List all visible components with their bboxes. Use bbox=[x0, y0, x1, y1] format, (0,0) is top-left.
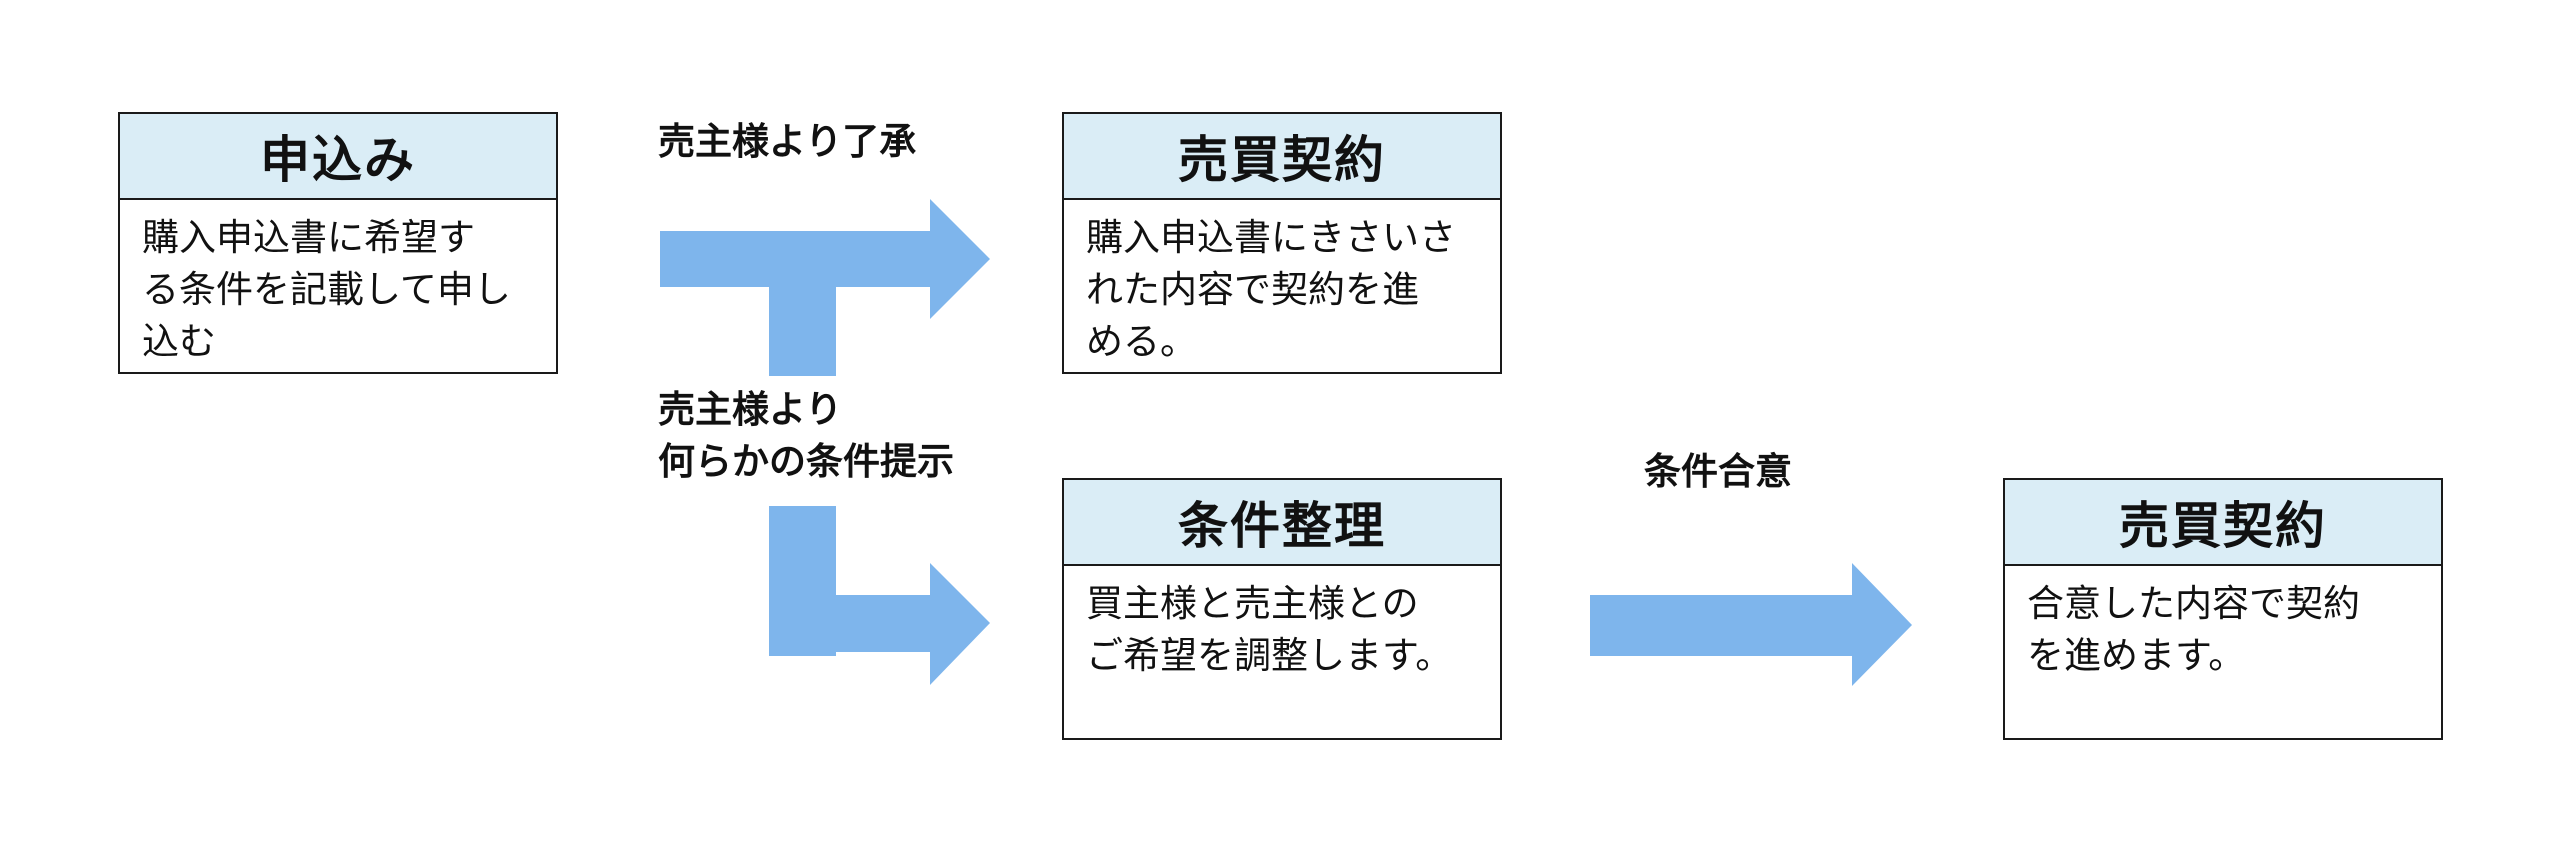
contract-top-title: 売買契約 bbox=[1064, 114, 1500, 200]
apply-title: 申込み bbox=[120, 114, 556, 200]
contract-top-box: 売買契約 購入申込書にきさいさ れた内容で契約を進 める。 bbox=[1062, 112, 1502, 374]
contract-right-description: 合意した内容で契約 を進めます。 bbox=[2027, 582, 2360, 677]
contract-right-box: 売買契約 合意した内容で契約 を進めます。 bbox=[2003, 478, 2443, 740]
conditions-description: 買主様と売主様との ご希望を調整します。 bbox=[1086, 582, 1453, 677]
conditions-title: 条件整理 bbox=[1064, 480, 1500, 566]
label-seller-conditions: 売主様より 何らかの条件提示 bbox=[658, 388, 954, 483]
conditions-box: 条件整理 買主様と売主様との ご希望を調整します。 bbox=[1062, 478, 1502, 740]
label-seller-approval: 売主様より了承 bbox=[658, 120, 917, 163]
contract-right-title: 売買契約 bbox=[2005, 480, 2441, 566]
arrow-seller-approval bbox=[660, 199, 990, 376]
contract-top-description: 購入申込書にきさいさ れた内容で契約を進 める。 bbox=[1086, 216, 1456, 363]
label-agreement: 条件合意 bbox=[1644, 450, 1792, 493]
apply-box: 申込み 購入申込書に希望す る条件を記載して申し 込む bbox=[118, 112, 558, 374]
arrow-agreement bbox=[1590, 563, 1912, 686]
apply-description: 購入申込書に希望す る条件を記載して申し 込む bbox=[142, 216, 511, 363]
arrow-seller-conditions bbox=[769, 506, 990, 685]
